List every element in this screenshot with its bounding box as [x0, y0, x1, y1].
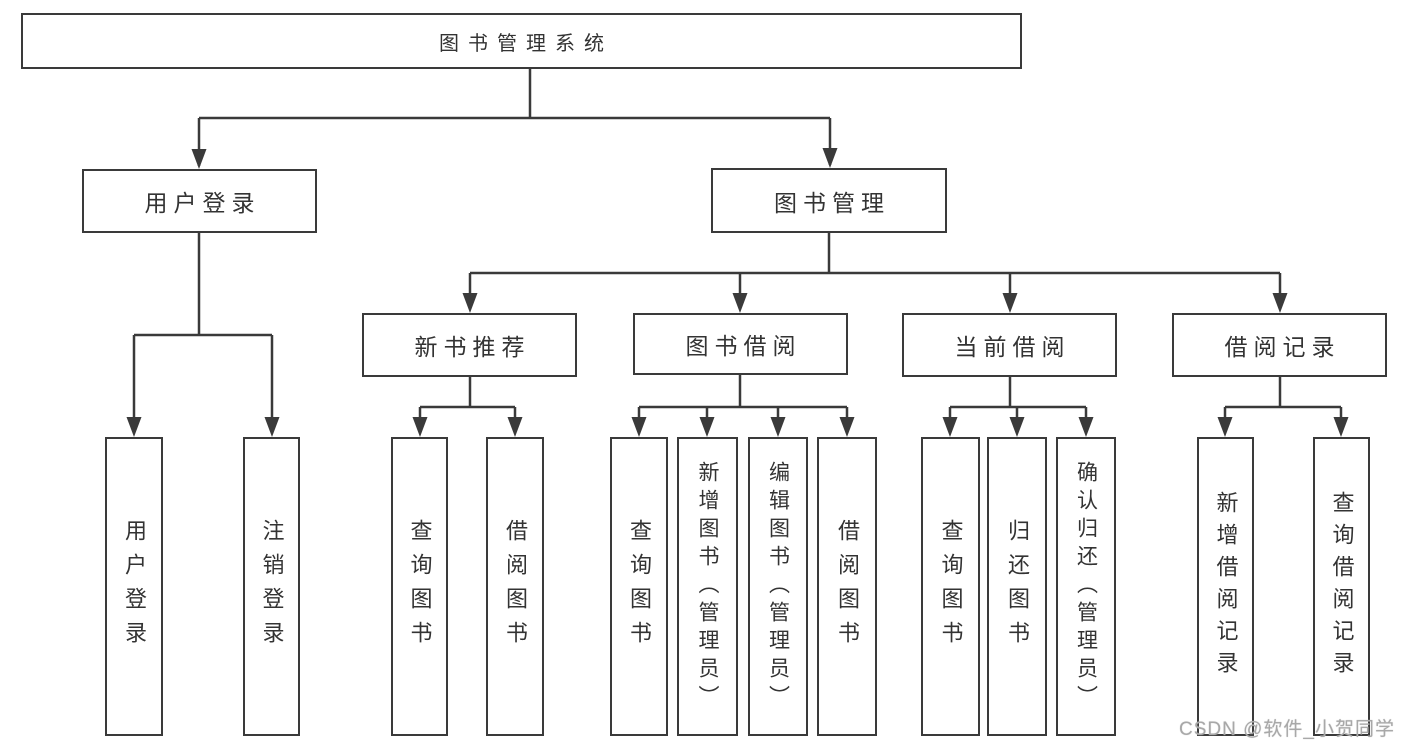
leaf-query-books-borrowing: 查询图书 [610, 437, 668, 736]
node-new-book-recommendation: 新书推荐 [362, 313, 577, 377]
leaf-label: 借阅图书 [503, 518, 528, 655]
node-user-login: 用户登录 [82, 169, 317, 233]
leaf-confirm-return-admin: 确认归还（管理员） [1056, 437, 1116, 736]
node-book-borrowing: 图书借阅 [633, 313, 848, 375]
leaf-query-books-current: 查询图书 [921, 437, 980, 736]
csdn-watermark: CSDN @软件_小贺同学 [1179, 719, 1395, 740]
leaf-label: 注销登录 [259, 518, 285, 655]
node-current-borrowing: 当前借阅 [902, 313, 1117, 377]
leaf-query-books-recommend: 查询图书 [391, 437, 448, 736]
leaf-add-borrow-record: 新增借阅记录 [1197, 437, 1254, 736]
leaf-add-books-admin: 新增图书（管理员） [677, 437, 738, 736]
leaf-label: 查询图书 [938, 518, 964, 655]
leaf-label: 用户登录 [122, 518, 147, 655]
leaf-label: 新增图书（管理员） [696, 460, 719, 713]
leaf-query-borrow-record: 查询借阅记录 [1313, 437, 1370, 736]
leaf-logout: 注销登录 [243, 437, 300, 736]
arrowhead-icons [126, 148, 1349, 437]
leaf-label: 查询图书 [407, 518, 433, 655]
leaf-user-login: 用户登录 [105, 437, 163, 736]
leaf-label: 新增借阅记录 [1213, 490, 1239, 683]
leaf-label: 确认归还（管理员） [1074, 460, 1098, 713]
node-borrowing-records: 借阅记录 [1172, 313, 1387, 377]
leaf-label: 编辑图书（管理员） [766, 460, 790, 713]
leaf-label: 查询借阅记录 [1329, 490, 1355, 683]
node-book-management: 图书管理 [711, 168, 947, 233]
leaf-edit-books-admin: 编辑图书（管理员） [748, 437, 808, 736]
leaf-label: 查询图书 [627, 518, 652, 655]
leaf-label: 归还图书 [1005, 518, 1030, 655]
node-library-management-system: 图书管理系统 [21, 13, 1022, 69]
leaf-borrow-books-recommend: 借阅图书 [486, 437, 544, 736]
leaf-borrow-books: 借阅图书 [817, 437, 877, 736]
leaf-return-books: 归还图书 [987, 437, 1047, 736]
leaf-label: 借阅图书 [835, 518, 860, 655]
